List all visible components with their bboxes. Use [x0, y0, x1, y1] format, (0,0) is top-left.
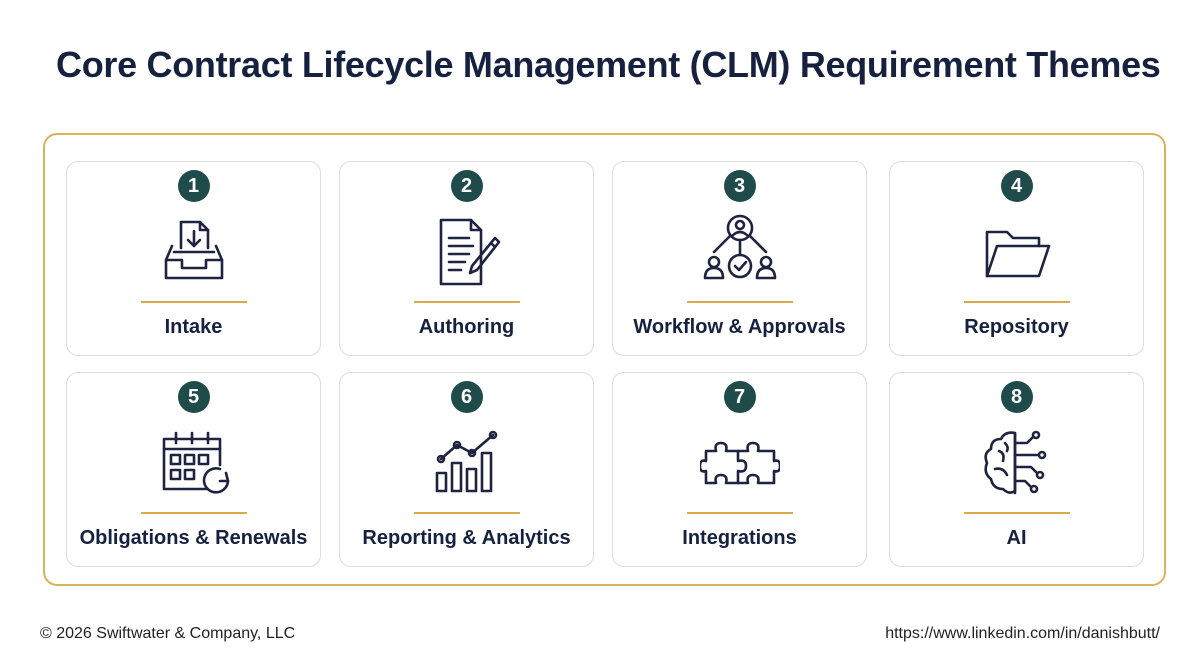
accent-rule	[686, 301, 793, 303]
theme-card-repository: 4 Repository	[889, 161, 1144, 356]
calendar-refresh-icon	[154, 423, 234, 503]
accent-rule	[686, 512, 793, 514]
theme-card-obligations: 5 Obligations & Renewals	[66, 372, 321, 567]
theme-label: Intake	[164, 316, 223, 338]
puzzle-icon	[699, 423, 780, 503]
theme-card-intake: 1 Intake	[66, 161, 321, 356]
theme-card-integrations: 7 Integrations	[612, 372, 867, 567]
theme-number-badge: 6	[450, 381, 483, 413]
theme-number-badge: 2	[450, 170, 483, 202]
theme-card-ai: 8 AI	[889, 372, 1144, 567]
accent-rule	[413, 301, 520, 303]
document-pencil-icon	[427, 212, 507, 292]
theme-label: Repository	[964, 316, 1069, 338]
themes-frame	[43, 133, 1166, 586]
accent-rule	[963, 301, 1070, 303]
theme-label: Obligations & Renewals	[79, 527, 308, 549]
theme-number-badge: 5	[177, 381, 210, 413]
folder-icon	[977, 212, 1057, 292]
bar-line-chart-icon	[427, 423, 507, 503]
theme-card-authoring: 2 Authoring	[339, 161, 594, 356]
theme-number-badge: 7	[723, 381, 756, 413]
theme-card-reporting: 6 Reporting & Analytics	[339, 372, 594, 567]
theme-label: Authoring	[418, 316, 515, 338]
accent-rule	[140, 301, 247, 303]
theme-card-workflow: 3 Workflow & Approvals	[612, 161, 867, 356]
theme-label: Integrations	[682, 527, 797, 549]
theme-label: Reporting & Analytics	[362, 527, 571, 549]
inbox-tray-icon	[154, 212, 234, 292]
theme-number-badge: 1	[177, 170, 210, 202]
linkedin-link[interactable]: https://www.linkedin.com/in/danishbutt/	[885, 625, 1160, 642]
brain-circuit-icon	[977, 423, 1057, 503]
theme-label: Workflow & Approvals	[633, 316, 846, 338]
accent-rule	[413, 512, 520, 514]
accent-rule	[963, 512, 1070, 514]
theme-label: AI	[1006, 527, 1027, 549]
page-title: Core Contract Lifecycle Management (CLM)…	[56, 44, 1161, 85]
theme-number-badge: 4	[1000, 170, 1033, 202]
theme-number-badge: 8	[1000, 381, 1033, 413]
copyright-text: © 2026 Swiftwater & Company, LLC	[40, 625, 296, 642]
theme-number-badge: 3	[723, 170, 756, 202]
people-network-check-icon	[700, 212, 780, 292]
accent-rule	[140, 512, 247, 514]
